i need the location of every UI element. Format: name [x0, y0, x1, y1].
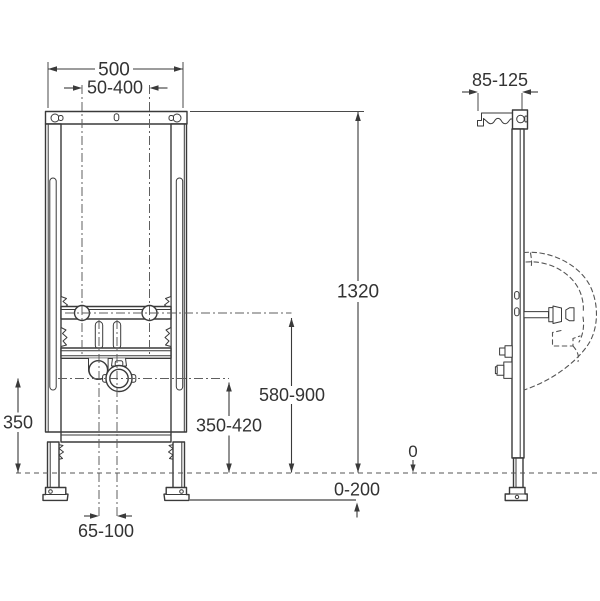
- rod-nut: [565, 307, 575, 322]
- front-view-frame: [42, 110, 190, 502]
- dim-supply-height-label: 350: [3, 413, 33, 433]
- side-foot-hole: [514, 494, 520, 500]
- dimension-total-width: 500: [47, 60, 184, 108]
- middle-crossbar: [60, 347, 172, 360]
- dimension-outlet-height: 580-900: [259, 318, 325, 473]
- rod-flange: [548, 307, 554, 323]
- side-view-frame: [477, 109, 575, 502]
- rail-head-slot: [524, 115, 528, 123]
- right-leg: [172, 441, 186, 489]
- top-hole-tab-left: [58, 115, 64, 121]
- dimension-recess-range: 0-200: [190, 480, 380, 518]
- left-leg: [46, 441, 60, 489]
- stud-upper: [504, 345, 513, 358]
- right-column-slot: [175, 177, 184, 391]
- dimension-connector-height: 350-420: [196, 382, 262, 473]
- centerlines: [58, 85, 292, 519]
- rail-slot-lower: [514, 307, 520, 317]
- left-foot: [42, 486, 69, 502]
- rail-head-hole: [516, 114, 525, 124]
- stud-upper-cap: [499, 347, 506, 356]
- dim-frame-height-label: 1320: [337, 282, 379, 303]
- right-foot-hole: [179, 489, 184, 494]
- dim-total-width-label: 500: [98, 60, 130, 81]
- dimension-supply-height: 350: [3, 378, 33, 473]
- top-hole-tab-right: [168, 115, 174, 121]
- fixing-rod: [523, 311, 549, 319]
- rail-slot-upper: [514, 291, 520, 300]
- bottom-crossbar: [60, 431, 172, 443]
- dimension-bracket-depth: 85-125: [462, 70, 538, 111]
- bidet-outline: [523, 251, 597, 391]
- dim-pipe-spacing-label: 65-100: [78, 521, 134, 541]
- stud-lower-tip: [494, 366, 498, 375]
- left-column-slot: [49, 177, 57, 391]
- floor-level-label: 0: [408, 442, 417, 461]
- dim-outlet-height-label: 580-900: [259, 385, 325, 405]
- dim-bracket-depth-label: 85-125: [472, 70, 528, 90]
- stud-lower-cap: [496, 364, 505, 376]
- floor-level-marker: 0: [408, 442, 418, 473]
- left-foot-hole: [48, 489, 53, 494]
- rod-bolt: [552, 305, 562, 324]
- stud-lower: [503, 361, 513, 379]
- dim-recess-range-label: 0-200: [334, 480, 380, 500]
- top-fixing-hole-left: [50, 113, 60, 123]
- dim-bolt-spacing-label: 50-400: [87, 78, 143, 98]
- dimension-bolt-spacing: 50-400: [64, 78, 168, 98]
- dimension-frame-height: 1320: [190, 111, 379, 473]
- anchor-clip: [60, 327, 68, 347]
- top-center-slot: [113, 113, 120, 122]
- anchor-clip: [164, 327, 172, 347]
- wall-bracket: [477, 112, 514, 127]
- top-fixing-hole-right: [172, 113, 182, 123]
- right-foot: [163, 486, 190, 502]
- dim-connector-height-label: 350-420: [196, 416, 262, 436]
- dimension-pipe-spacing: 65-100: [78, 513, 134, 541]
